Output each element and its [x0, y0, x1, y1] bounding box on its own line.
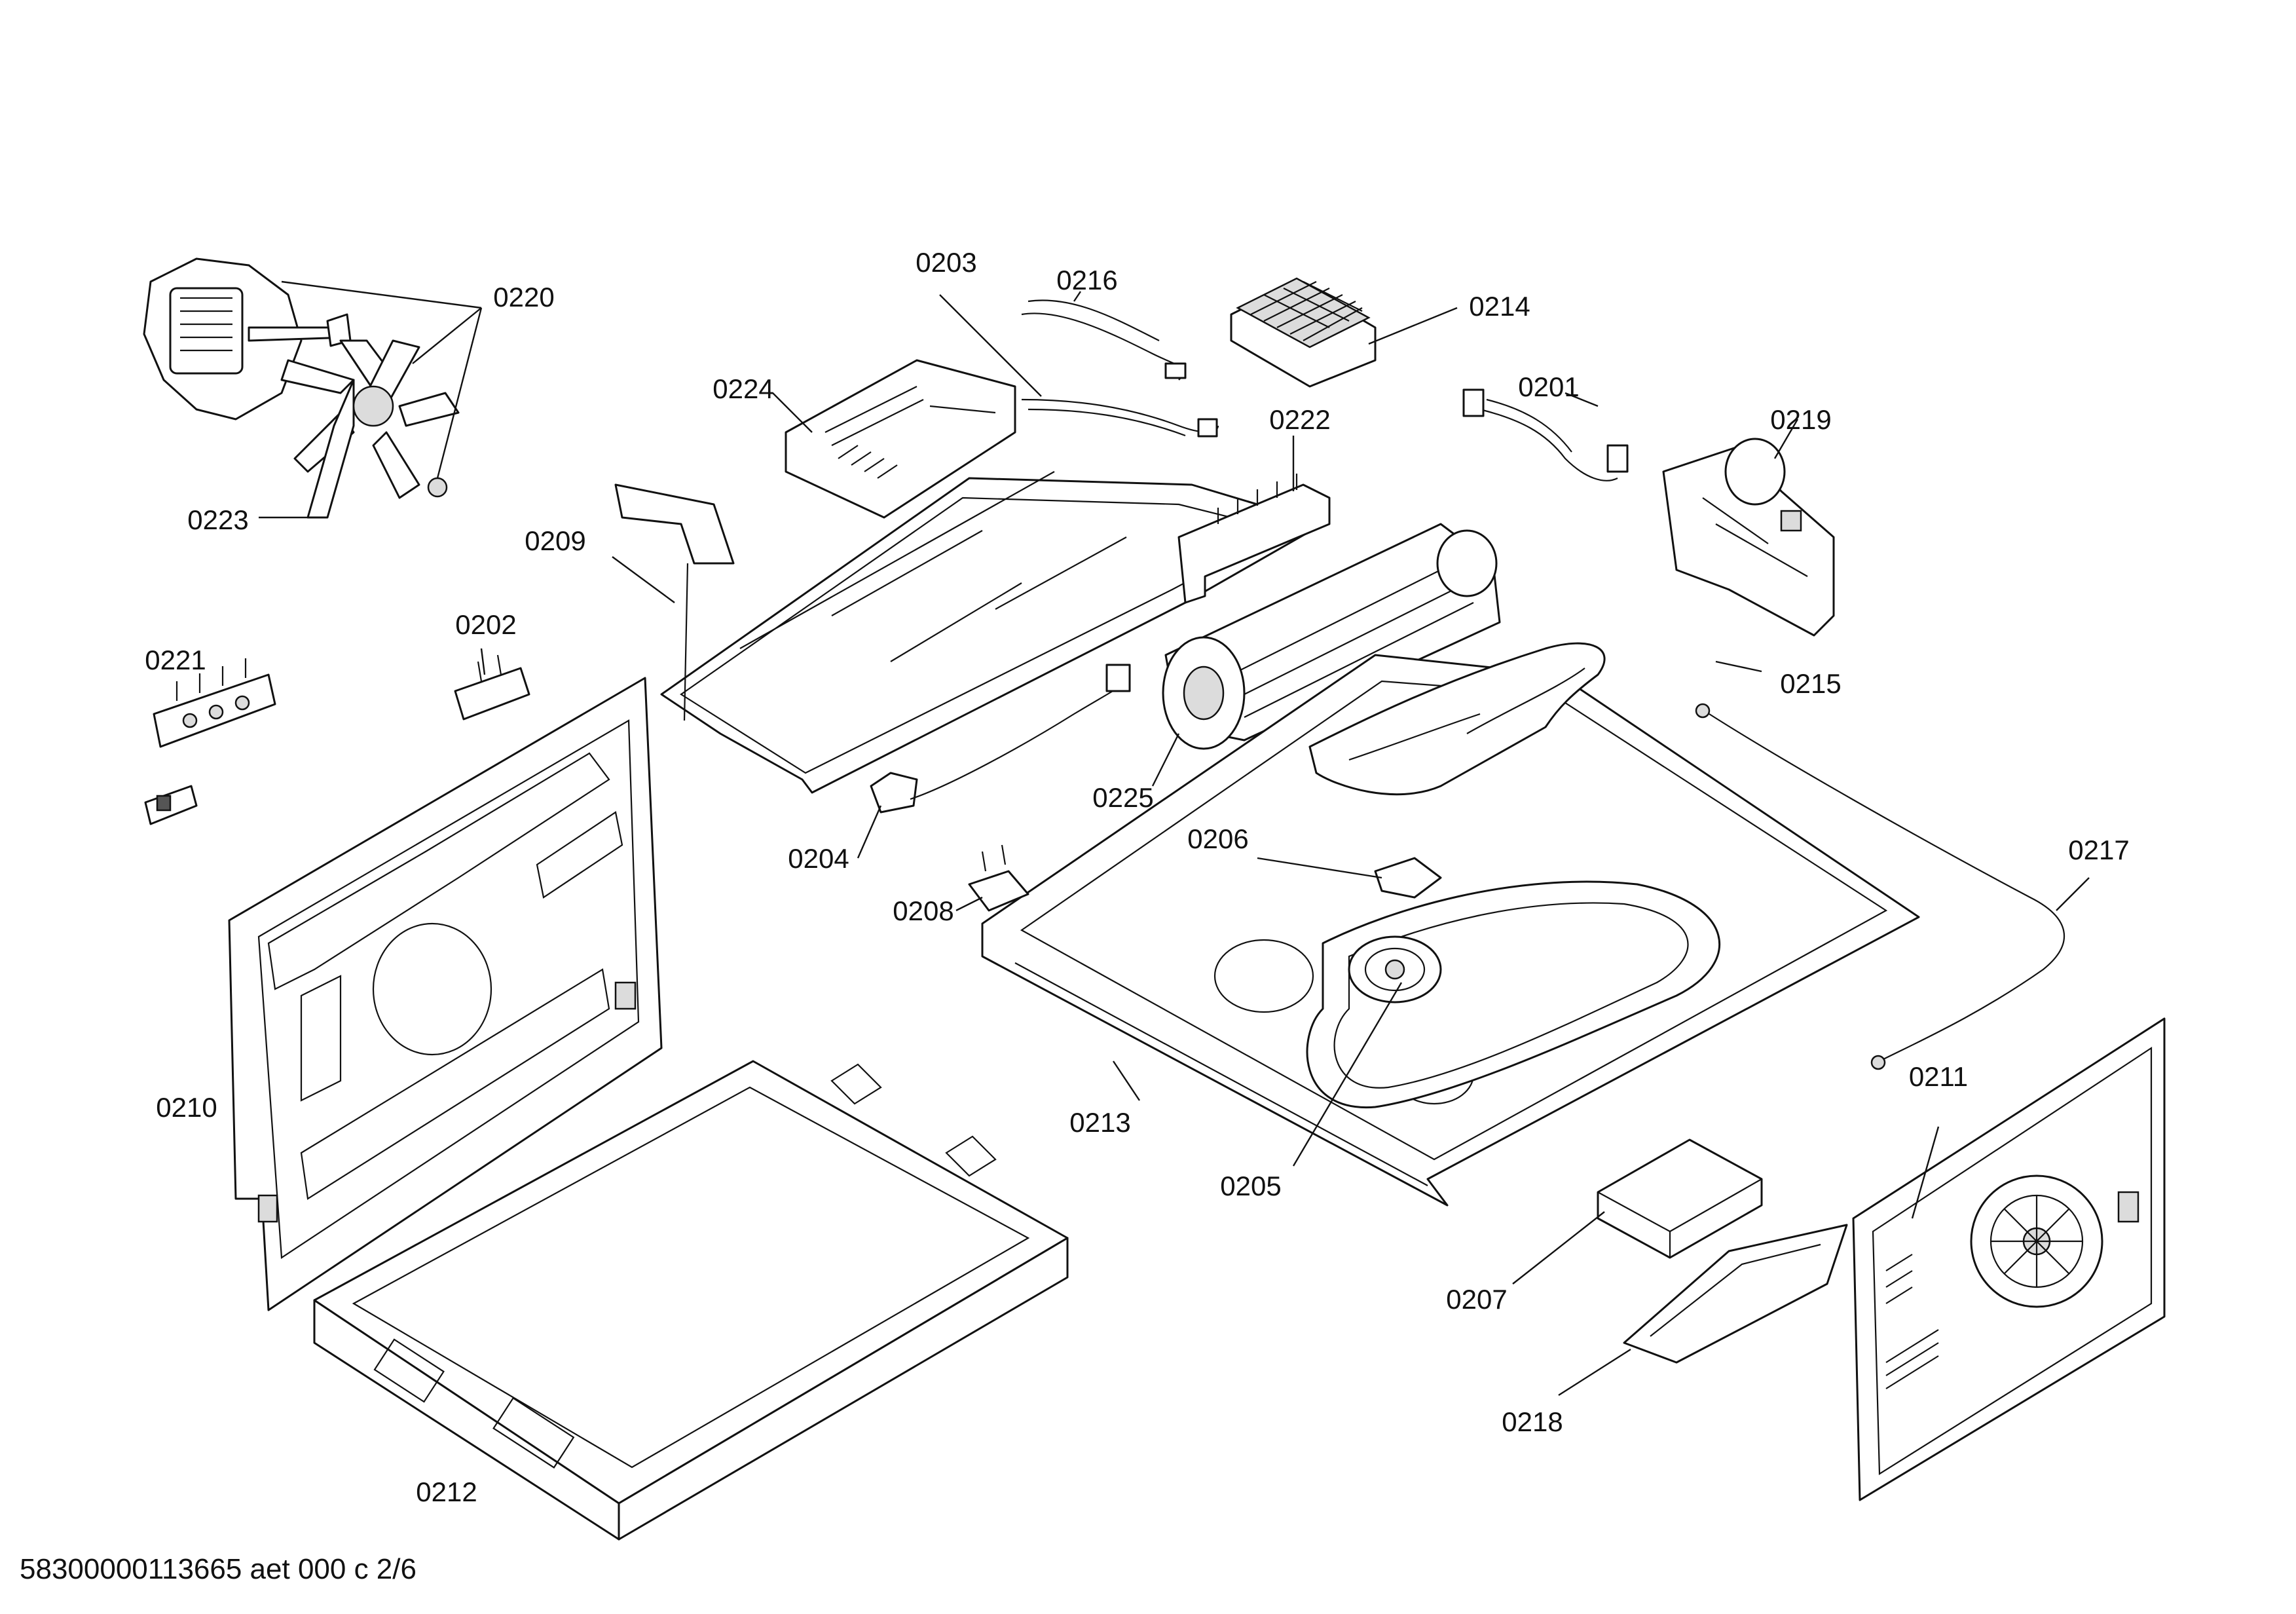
temperature-probe	[1695, 703, 2065, 1070]
fan-motor-assembly	[143, 257, 352, 421]
callout-0213: 0213	[1069, 1107, 1130, 1138]
front-panel	[1852, 1017, 2166, 1501]
callout-0204: 0204	[788, 843, 849, 874]
callout-0215: 0215	[1780, 668, 1841, 699]
callout-0214: 0214	[1469, 291, 1530, 322]
callout-0222: 0222	[1269, 404, 1330, 435]
thermal-fuse	[454, 654, 530, 721]
leader-lines	[259, 280, 2090, 1397]
callout-0203: 0203	[916, 247, 976, 278]
callout-0206: 0206	[1187, 823, 1248, 854]
impeller-nut	[427, 477, 448, 498]
callout-0205: 0205	[1220, 1171, 1281, 1201]
fan-cover	[1348, 935, 1442, 1004]
control-module	[785, 359, 1016, 519]
callout-0218: 0218	[1502, 1406, 1563, 1437]
callout-0217: 0217	[2068, 835, 2129, 865]
callout-0209: 0209	[525, 525, 585, 556]
terminal-strip	[1177, 474, 1331, 604]
callout-0216: 0216	[1056, 265, 1117, 295]
callout-0210: 0210	[156, 1092, 217, 1123]
callout-0220: 0220	[493, 282, 554, 312]
callout-labels: 0201 0202 0203 0204 0205 0206 0207 0208 …	[145, 247, 2129, 1507]
wiring-harness-0201	[1462, 388, 1629, 481]
callout-0208: 0208	[893, 895, 954, 926]
callout-0202: 0202	[455, 609, 516, 640]
callout-0211: 0211	[1909, 1061, 1968, 1092]
tangential-fan	[1162, 523, 1501, 750]
terminal-block	[153, 658, 276, 748]
callout-0225: 0225	[1092, 782, 1153, 813]
callout-0207: 0207	[1446, 1284, 1507, 1315]
callout-0221: 0221	[145, 645, 206, 675]
heating-element-channel	[1308, 642, 1606, 796]
fan-impeller	[280, 339, 460, 519]
callout-0224: 0224	[713, 373, 773, 404]
callout-0201: 0201	[1518, 371, 1579, 402]
wiring-harness-0203	[1021, 398, 1219, 438]
document-footer: 58300000113665 aet 000 c 2/6	[20, 1553, 417, 1585]
damper-bracket	[1662, 438, 1835, 637]
bottom-tray	[313, 1060, 1069, 1541]
electronics-module	[1597, 1138, 1763, 1259]
motor-bracket	[1374, 857, 1442, 899]
callout-0223: 0223	[187, 504, 248, 535]
thermostat	[968, 844, 1029, 912]
air-duct	[1623, 1224, 1848, 1364]
callout-0212: 0212	[416, 1476, 477, 1507]
connector-clip	[144, 785, 198, 825]
wiring-harness-0216	[1021, 299, 1187, 381]
callout-0219: 0219	[1770, 404, 1831, 435]
rear-panel	[228, 677, 663, 1311]
heat-sink	[1230, 277, 1377, 388]
